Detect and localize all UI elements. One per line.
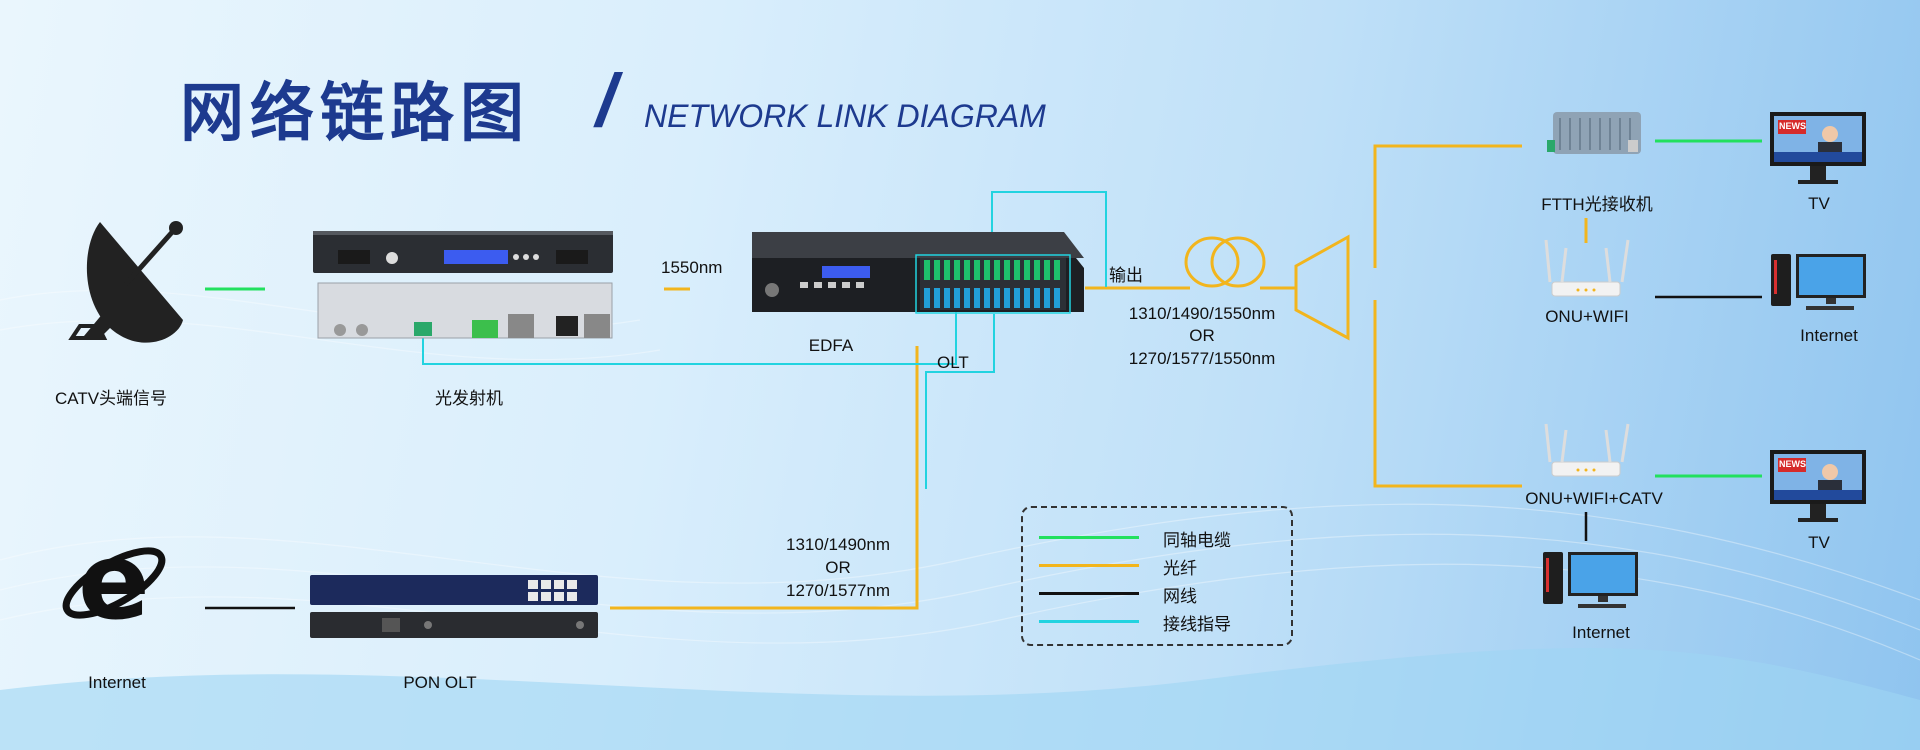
- legend-swatch-fiber: [1039, 564, 1139, 567]
- label-internet-right-bottom: Internet: [1572, 623, 1630, 642]
- internet-explorer-icon: e: [62, 520, 166, 643]
- legend-label-guide: 接线指导: [1163, 615, 1231, 634]
- bottom-wave: [0, 647, 1920, 750]
- label-tv-bottom: TV: [1808, 533, 1830, 552]
- label-ftth-receiver: FTTH光接收机: [1541, 195, 1653, 214]
- tv-news-icon: [1770, 112, 1866, 184]
- pon-olt-device: [310, 575, 598, 638]
- label-catv: CATV头端信号: [54, 389, 168, 408]
- legend-label-coax: 同轴电缆: [1163, 531, 1231, 550]
- guide-line-tx-edfa: [422, 290, 957, 365]
- legend: 同轴电缆 光纤 网线 接线指导: [1021, 506, 1293, 646]
- title-chinese: 网络链路图: [180, 77, 530, 151]
- desktop-pc-icon: [1771, 254, 1866, 310]
- annotation-pon-line3: 1270/1577nm: [786, 581, 890, 600]
- background-waves: [0, 289, 1920, 661]
- legend-swatch-network: [1039, 592, 1139, 595]
- legend-label-network: 网线: [1163, 587, 1197, 606]
- splitter-icon: [1294, 234, 1350, 341]
- fiber-coil-icon: [1184, 236, 1266, 288]
- tv-bottom-news-badge: NEWS: [1779, 459, 1806, 469]
- wifi-router-icon: [1544, 239, 1630, 297]
- annotation-wdm-line3: 1270/1577/1550nm: [1128, 349, 1276, 368]
- tv-top-news-badge: NEWS: [1779, 121, 1806, 131]
- legend-label-fiber: 光纤: [1163, 559, 1197, 578]
- fiber-line-onu-catv: [1373, 300, 1522, 488]
- ftth-receiver-device: [1547, 112, 1641, 154]
- guide-line-olt: [925, 314, 995, 489]
- optical-transmitter-device: [313, 231, 613, 339]
- label-onu-wifi: ONU+WIFI: [1545, 307, 1629, 326]
- annotation-wdm-line2: OR: [1189, 326, 1215, 345]
- label-olt: OLT: [937, 353, 969, 372]
- label-onu-wifi-catv: ONU+WIFI+CATV: [1525, 489, 1663, 508]
- guide-line-edfa-top: [991, 191, 1107, 287]
- annotation-pon-line1: 1310/1490nm: [786, 535, 890, 554]
- label-tv-top: TV: [1808, 194, 1830, 213]
- fiber-line-ftth: [1373, 144, 1522, 268]
- label-internet-right-top: Internet: [1800, 326, 1858, 345]
- title-english: NETWORK LINK DIAGRAM: [644, 98, 1046, 134]
- title-slash: /: [596, 59, 617, 142]
- annotation-output: 输出: [1109, 266, 1143, 285]
- svg-text:e: e: [78, 520, 150, 643]
- label-edfa: EDFA: [808, 336, 854, 355]
- label-internet-left: Internet: [88, 673, 146, 692]
- fiber-line-pon: [610, 346, 919, 610]
- legend-swatch-guide: [1039, 620, 1139, 623]
- annotation-wdm-line1: 1310/1490/1550nm: [1128, 304, 1276, 323]
- satellite-dish-icon: [68, 221, 183, 343]
- desktop-pc-icon-bottom: [1543, 552, 1638, 608]
- edfa-device: [752, 232, 1084, 314]
- tv-news-icon-bottom: [1770, 450, 1866, 522]
- wifi-router-catv-icon: [1544, 423, 1630, 477]
- annotation-pon-line2: OR: [825, 558, 851, 577]
- label-transmitter: 光发射机: [435, 389, 503, 408]
- label-pon-olt: PON OLT: [403, 673, 477, 692]
- legend-swatch-coax: [1039, 536, 1139, 539]
- annotation-1550nm: 1550nm: [661, 258, 723, 277]
